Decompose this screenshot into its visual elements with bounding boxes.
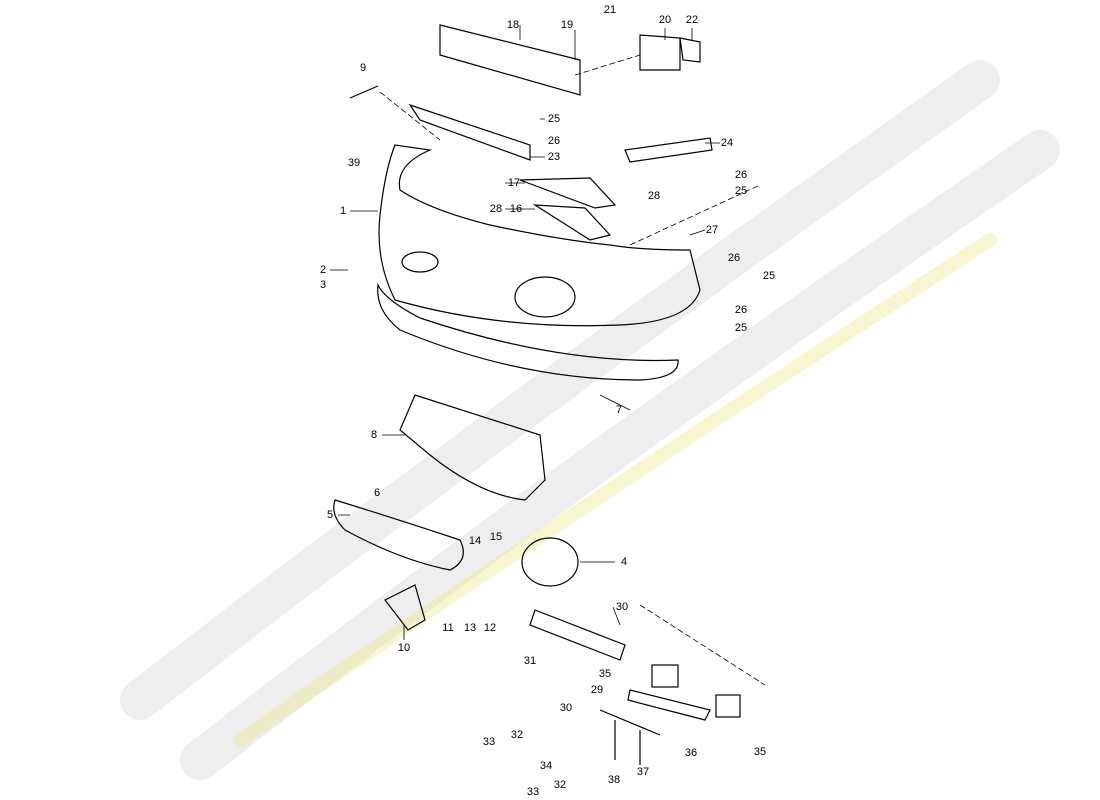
- callout-part-3[interactable]: 3: [319, 279, 327, 291]
- part-7-spoiler: [377, 282, 679, 381]
- part-16-bracket: [532, 204, 612, 241]
- part-1-bumper: [378, 144, 701, 327]
- callout-part-1[interactable]: 1: [339, 205, 347, 217]
- callout-part-28[interactable]: 28: [647, 190, 661, 202]
- callout-part-19[interactable]: 19: [560, 19, 574, 31]
- callout-part-13[interactable]: 13: [463, 622, 477, 634]
- callout-part-33[interactable]: 33: [482, 736, 496, 748]
- part-23-mount: [408, 103, 531, 161]
- callout-part-4[interactable]: 4: [620, 556, 628, 568]
- leader-lines: [330, 25, 720, 640]
- watermark-brand-swoosh: [120, 60, 1060, 780]
- callout-part-22[interactable]: 22: [685, 14, 699, 26]
- callout-part-14[interactable]: 14: [468, 535, 482, 547]
- callout-part-11[interactable]: 11: [442, 622, 454, 634]
- bumper-intake-left: [401, 251, 439, 273]
- callout-part-39[interactable]: 39: [347, 157, 361, 169]
- part-10-cover: [384, 584, 426, 631]
- callout-part-30[interactable]: 30: [559, 702, 573, 714]
- part-17-bracket: [519, 177, 617, 209]
- callout-part-26[interactable]: 26: [734, 169, 748, 181]
- part-4-grille: [521, 537, 579, 587]
- callout-part-6[interactable]: 6: [373, 487, 381, 499]
- callout-part-35[interactable]: 35: [598, 668, 612, 680]
- callout-part-31[interactable]: 31: [523, 655, 537, 667]
- part-8-air-duct: [399, 394, 546, 501]
- callout-part-21[interactable]: 21: [603, 4, 617, 16]
- callout-part-25[interactable]: 25: [734, 185, 748, 197]
- callout-part-25[interactable]: 25: [734, 322, 748, 334]
- callout-part-24[interactable]: 24: [720, 137, 734, 149]
- part-18-reinforcement: [439, 24, 581, 96]
- callout-part-5[interactable]: 5: [326, 509, 334, 521]
- watermark-tagline-band: [233, 233, 997, 747]
- callout-part-7[interactable]: 7: [615, 404, 623, 416]
- callout-part-23[interactable]: 23: [547, 151, 561, 163]
- callout-part-26[interactable]: 26: [734, 304, 748, 316]
- callout-part-25[interactable]: 25: [762, 270, 776, 282]
- callout-part-29[interactable]: 29: [590, 684, 604, 696]
- callout-part-28[interactable]: 28: [489, 203, 503, 215]
- callout-part-37[interactable]: 37: [636, 766, 650, 778]
- part-22-gasket: [679, 37, 701, 63]
- callout-part-33[interactable]: 33: [526, 786, 540, 798]
- callout-part-18[interactable]: 18: [506, 19, 520, 31]
- callout-part-12[interactable]: 12: [483, 622, 497, 634]
- part-29-bar: [529, 609, 626, 661]
- callout-part-17[interactable]: 17: [507, 177, 521, 189]
- part-36-bracket: [627, 689, 711, 721]
- callout-part-38[interactable]: 38: [607, 774, 621, 786]
- callout-part-25[interactable]: 25: [547, 113, 561, 125]
- bumper-intake-right: [514, 276, 576, 318]
- callout-part-27[interactable]: 27: [705, 224, 719, 236]
- part-35-clip-a: [651, 664, 679, 688]
- part-37-bracket: [599, 709, 661, 765]
- leader-dashed: [379, 54, 766, 686]
- part-20-bracket: [639, 34, 681, 71]
- callout-part-2[interactable]: 2: [319, 264, 327, 276]
- callout-part-34[interactable]: 34: [539, 760, 553, 772]
- callout-part-32[interactable]: 32: [553, 779, 567, 791]
- callout-part-30[interactable]: 30: [615, 601, 629, 613]
- callout-part-26[interactable]: 26: [547, 135, 561, 147]
- callout-part-8[interactable]: 8: [370, 429, 378, 441]
- part-9-strip: [349, 85, 379, 99]
- callout-part-9[interactable]: 9: [359, 62, 367, 74]
- callout-part-32[interactable]: 32: [510, 729, 524, 741]
- callout-part-20[interactable]: 20: [658, 14, 672, 26]
- part-35-clip-b: [715, 694, 741, 718]
- callout-part-36[interactable]: 36: [684, 747, 698, 759]
- callout-part-35[interactable]: 35: [753, 746, 767, 758]
- callout-part-26[interactable]: 26: [727, 252, 741, 264]
- callout-part-15[interactable]: 15: [489, 531, 503, 543]
- part-24-mount: [624, 137, 713, 163]
- callout-part-10[interactable]: 10: [397, 642, 411, 654]
- part-5-grille: [333, 499, 464, 571]
- callout-part-16[interactable]: 16: [509, 203, 523, 215]
